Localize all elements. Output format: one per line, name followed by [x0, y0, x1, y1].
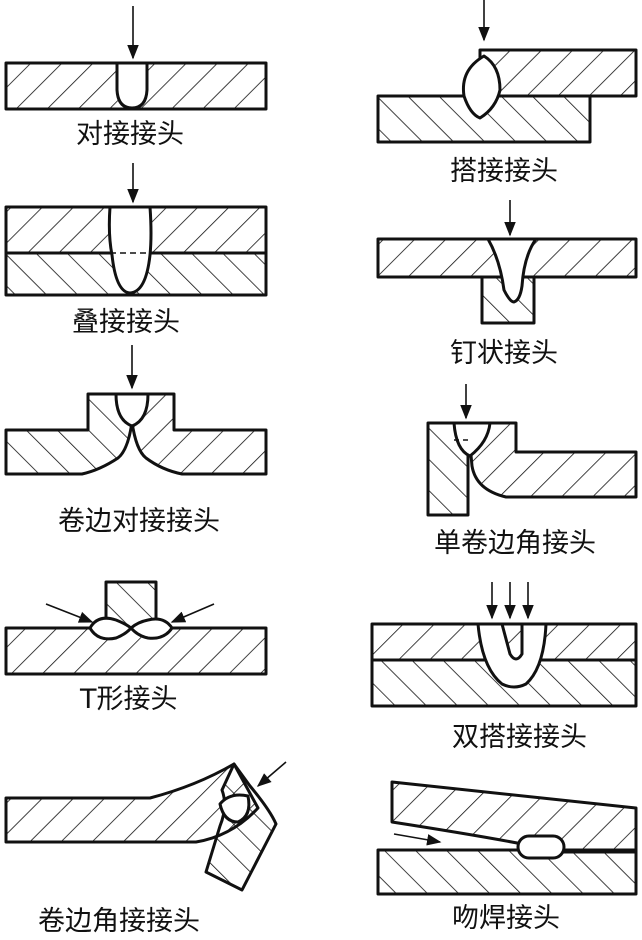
caption-butt-joint: 对接接头: [76, 119, 184, 150]
butt-joint-drawing: [4, 6, 268, 111]
kiss-weld-joint-drawing: [376, 780, 638, 896]
stacked-joint-drawing: [4, 163, 268, 297]
caption-double-lap-joint: 双搭接接头: [452, 722, 587, 753]
caption-kiss-weld-joint: 吻焊接头: [452, 903, 560, 934]
caption-plug-joint: 钉状接头: [450, 338, 558, 369]
caption-stacked-joint: 叠接接头: [72, 307, 180, 338]
flanged-butt-joint-drawing: [4, 345, 268, 476]
plug-joint-drawing: [376, 200, 638, 325]
flanged-corner-joint-drawing: [4, 761, 287, 892]
lap-joint-drawing: [376, 0, 638, 144]
double-lap-joint-drawing: [370, 582, 638, 708]
caption-flanged-butt-joint: 卷边对接接头: [58, 506, 220, 537]
caption-lap-joint: 搭接接头: [450, 156, 558, 187]
caption-single-flanged-corner-joint: 单卷边角接头: [434, 528, 596, 559]
caption-t-joint: T形接头: [80, 684, 178, 715]
t-joint-drawing: [4, 580, 268, 676]
single-flanged-corner-joint-drawing: [426, 384, 638, 517]
caption-flanged-corner-joint: 卷边角接接头: [38, 906, 200, 937]
